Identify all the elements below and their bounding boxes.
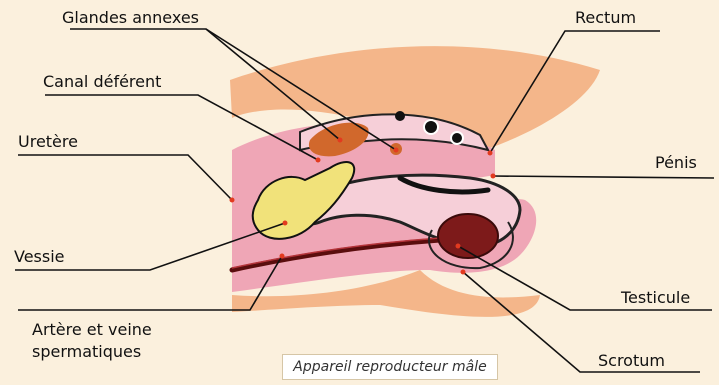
label-rectum: Rectum xyxy=(575,8,636,27)
marker xyxy=(316,158,321,163)
rectum-ball xyxy=(451,132,463,144)
label-glandes-annexes: Glandes annexes xyxy=(62,8,199,27)
marker xyxy=(488,151,493,156)
label-testicule: Testicule xyxy=(621,288,690,307)
leader-penis xyxy=(493,176,714,178)
caption: Appareil reproducteur mâle xyxy=(282,354,498,380)
marker xyxy=(280,254,285,259)
marker xyxy=(283,221,288,226)
label-penis: Pénis xyxy=(655,153,697,172)
label-artere-veine-1: Artère et veine xyxy=(32,320,152,339)
rectum-ball xyxy=(424,120,438,134)
marker xyxy=(338,138,343,143)
marker xyxy=(230,198,235,203)
label-canal-deferent: Canal déférent xyxy=(43,72,161,91)
rectum-ball xyxy=(395,111,405,121)
label-artere-veine-2: spermatiques xyxy=(32,342,141,361)
label-uretere: Uretère xyxy=(18,132,78,151)
marker xyxy=(461,270,466,275)
marker xyxy=(394,148,399,153)
label-scrotum: Scrotum xyxy=(598,351,665,370)
leader-uretere xyxy=(18,155,232,200)
marker xyxy=(456,244,461,249)
label-vessie: Vessie xyxy=(14,247,65,266)
marker xyxy=(491,174,496,179)
